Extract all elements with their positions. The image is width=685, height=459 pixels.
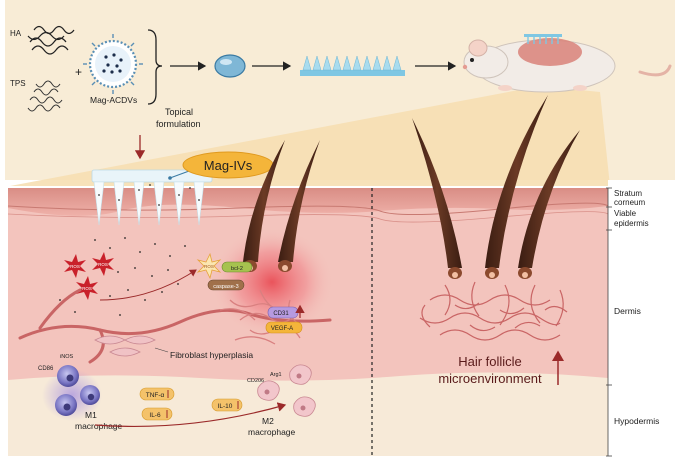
ha-fiber-icon xyxy=(27,25,75,55)
svg-text:IL-10: IL-10 xyxy=(218,403,233,410)
polarization-arrow xyxy=(94,402,287,428)
formulation-label-line1: Topical xyxy=(165,107,193,117)
plus-sign: + xyxy=(75,65,82,79)
mag-ivs-label: Mag-IVs xyxy=(204,158,253,173)
svg-text:IL-6: IL-6 xyxy=(149,412,161,419)
il6-pill: IL-6 xyxy=(141,407,173,421)
ros-star-3: ROS xyxy=(76,276,98,300)
fibroblast-cells xyxy=(94,335,156,357)
svg-text:ROS: ROS xyxy=(82,286,92,291)
svg-text:ROS: ROS xyxy=(70,264,80,269)
il10-pill: IL-10 xyxy=(211,398,243,412)
hypodermis-label: Hypodermis xyxy=(614,416,659,426)
ros-star-1: ROS xyxy=(64,254,86,278)
cd31-pill: CD31 xyxy=(267,306,299,319)
m2-label-1: M2 xyxy=(262,416,274,426)
arg1-label: Arg1 xyxy=(270,372,282,378)
tps-label: TPS xyxy=(10,79,26,88)
stratum-label-1: Stratum xyxy=(614,189,642,198)
mouse-icon xyxy=(462,34,672,93)
microneedle-patch-icon xyxy=(300,55,405,76)
svg-text:bcl-2: bcl-2 xyxy=(231,266,243,272)
ha-label: HA xyxy=(10,29,22,38)
hair-follicle-right-2 xyxy=(485,95,548,279)
svg-text:caspase-3: caspase-3 xyxy=(213,284,238,290)
caspase3-pill: caspase-3 xyxy=(207,279,245,291)
m1-label-1: M1 xyxy=(85,410,97,420)
hair-follicle-left-2 xyxy=(278,140,320,272)
m2-macrophage-cells xyxy=(257,364,316,417)
mag-acdvs-vesicle-icon xyxy=(83,34,143,94)
mag-acdvs-label: Mag-ACDVs xyxy=(90,95,137,105)
m2-label-2: macrophage xyxy=(248,427,296,437)
svg-text:CD31: CD31 xyxy=(273,311,289,317)
svg-text:ROS: ROS xyxy=(98,262,108,267)
svg-text:ROS: ROS xyxy=(204,264,214,269)
brace xyxy=(147,29,163,105)
capillary-network-right xyxy=(419,281,568,341)
tps-fiber-icon xyxy=(27,80,63,112)
viable-label-2: epidermis xyxy=(614,219,649,228)
microenv-label-2: microenvironment xyxy=(438,371,542,386)
dermis-label: Dermis xyxy=(614,306,641,316)
svg-text:TNF-α: TNF-α xyxy=(146,392,165,399)
inos-label: iNOS xyxy=(60,354,73,360)
cd206-label: CD206 xyxy=(247,378,264,384)
ros-star-reduced: ROS xyxy=(196,252,222,280)
zoom-cone xyxy=(10,86,610,186)
formulation-droplet-icon xyxy=(214,54,246,78)
microenv-label-1: Hair follicle xyxy=(458,354,522,369)
stratum-label-2: corneum xyxy=(614,198,645,207)
formulation-label-line2: formulation xyxy=(156,119,201,129)
fibroblast-label: Fibroblast hyperplasia xyxy=(170,350,253,360)
hair-follicle-right-1 xyxy=(412,118,462,279)
hair-follicle-right-3 xyxy=(518,130,580,279)
ros-scavenging-arrow xyxy=(99,269,197,301)
m1-label-2: macrophage xyxy=(75,421,123,431)
m1-macrophage-cells xyxy=(55,365,100,416)
svg-text:VEGF-A: VEGF-A xyxy=(271,326,293,332)
vegfa-pill: VEGF-A xyxy=(265,321,303,334)
tnfa-pill: TNF-α xyxy=(139,387,175,401)
viable-label-1: Viable xyxy=(614,209,637,218)
cd86-label: CD86 xyxy=(38,366,54,372)
bcl2-pill: bcl-2 xyxy=(221,261,253,273)
ros-star-2: ROS xyxy=(92,252,114,276)
